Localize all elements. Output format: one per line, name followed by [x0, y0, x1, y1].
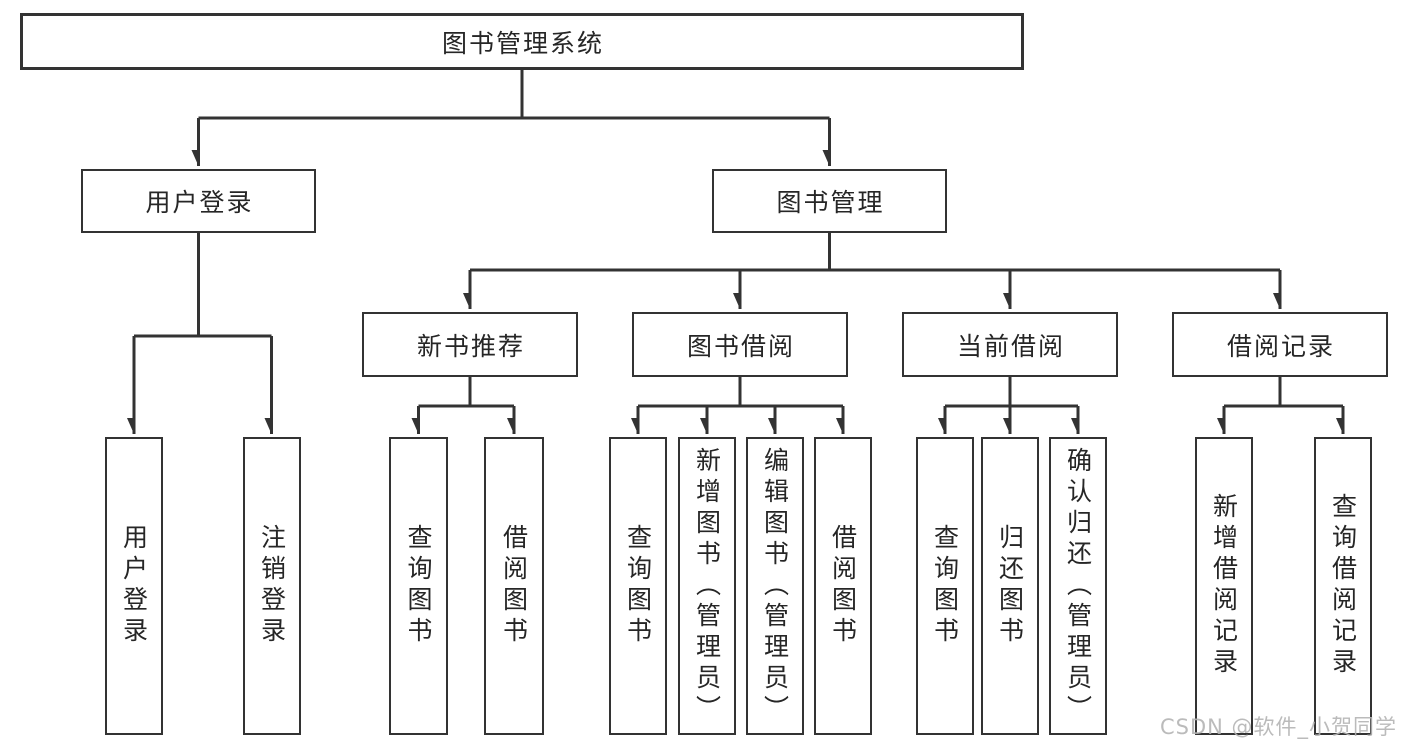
node-current-borrowing: 当前借阅: [902, 312, 1118, 377]
node-user-login: 用户登录: [81, 169, 316, 233]
leaf-query-books-recommend: 查询图书: [389, 437, 448, 735]
leaf-query-books-borrowing: 查询图书: [609, 437, 667, 735]
leaf-edit-books-admin: 编辑图书（管理员）: [746, 437, 804, 735]
arrows-root-to-level2: [199, 118, 831, 166]
node-borrowing-records: 借阅记录: [1172, 312, 1388, 377]
arrows-bookmgmt-to-level3: [470, 270, 1282, 309]
leaf-add-books-admin: 新增图书（管理员）: [678, 437, 736, 735]
node-book-management: 图书管理: [712, 169, 947, 233]
leaf-add-borrow-record: 新增借阅记录: [1195, 437, 1253, 735]
leaf-return-books: 归还图书: [981, 437, 1039, 735]
node-new-book-recommendation: 新书推荐: [362, 312, 578, 377]
leaf-query-books-current: 查询图书: [916, 437, 974, 735]
leaf-logout: 注销登录: [243, 437, 301, 735]
arrows-userlogin-to-leaves: [134, 336, 273, 434]
arrows-level3-to-leaves: [419, 406, 1345, 434]
csdn-watermark: CSDN @软件_小贺同学: [1160, 715, 1398, 739]
leaf-query-borrow-record: 查询借阅记录: [1314, 437, 1372, 735]
leaf-borrow-books: 借阅图书: [814, 437, 872, 735]
leaf-user-login: 用户登录: [105, 437, 163, 735]
leaf-confirm-return-admin: 确认归还（管理员）: [1049, 437, 1107, 735]
node-book-borrowing: 图书借阅: [632, 312, 848, 377]
leaf-borrow-books-recommend: 借阅图书: [484, 437, 544, 735]
node-library-management-system: 图书管理系统: [20, 13, 1024, 70]
